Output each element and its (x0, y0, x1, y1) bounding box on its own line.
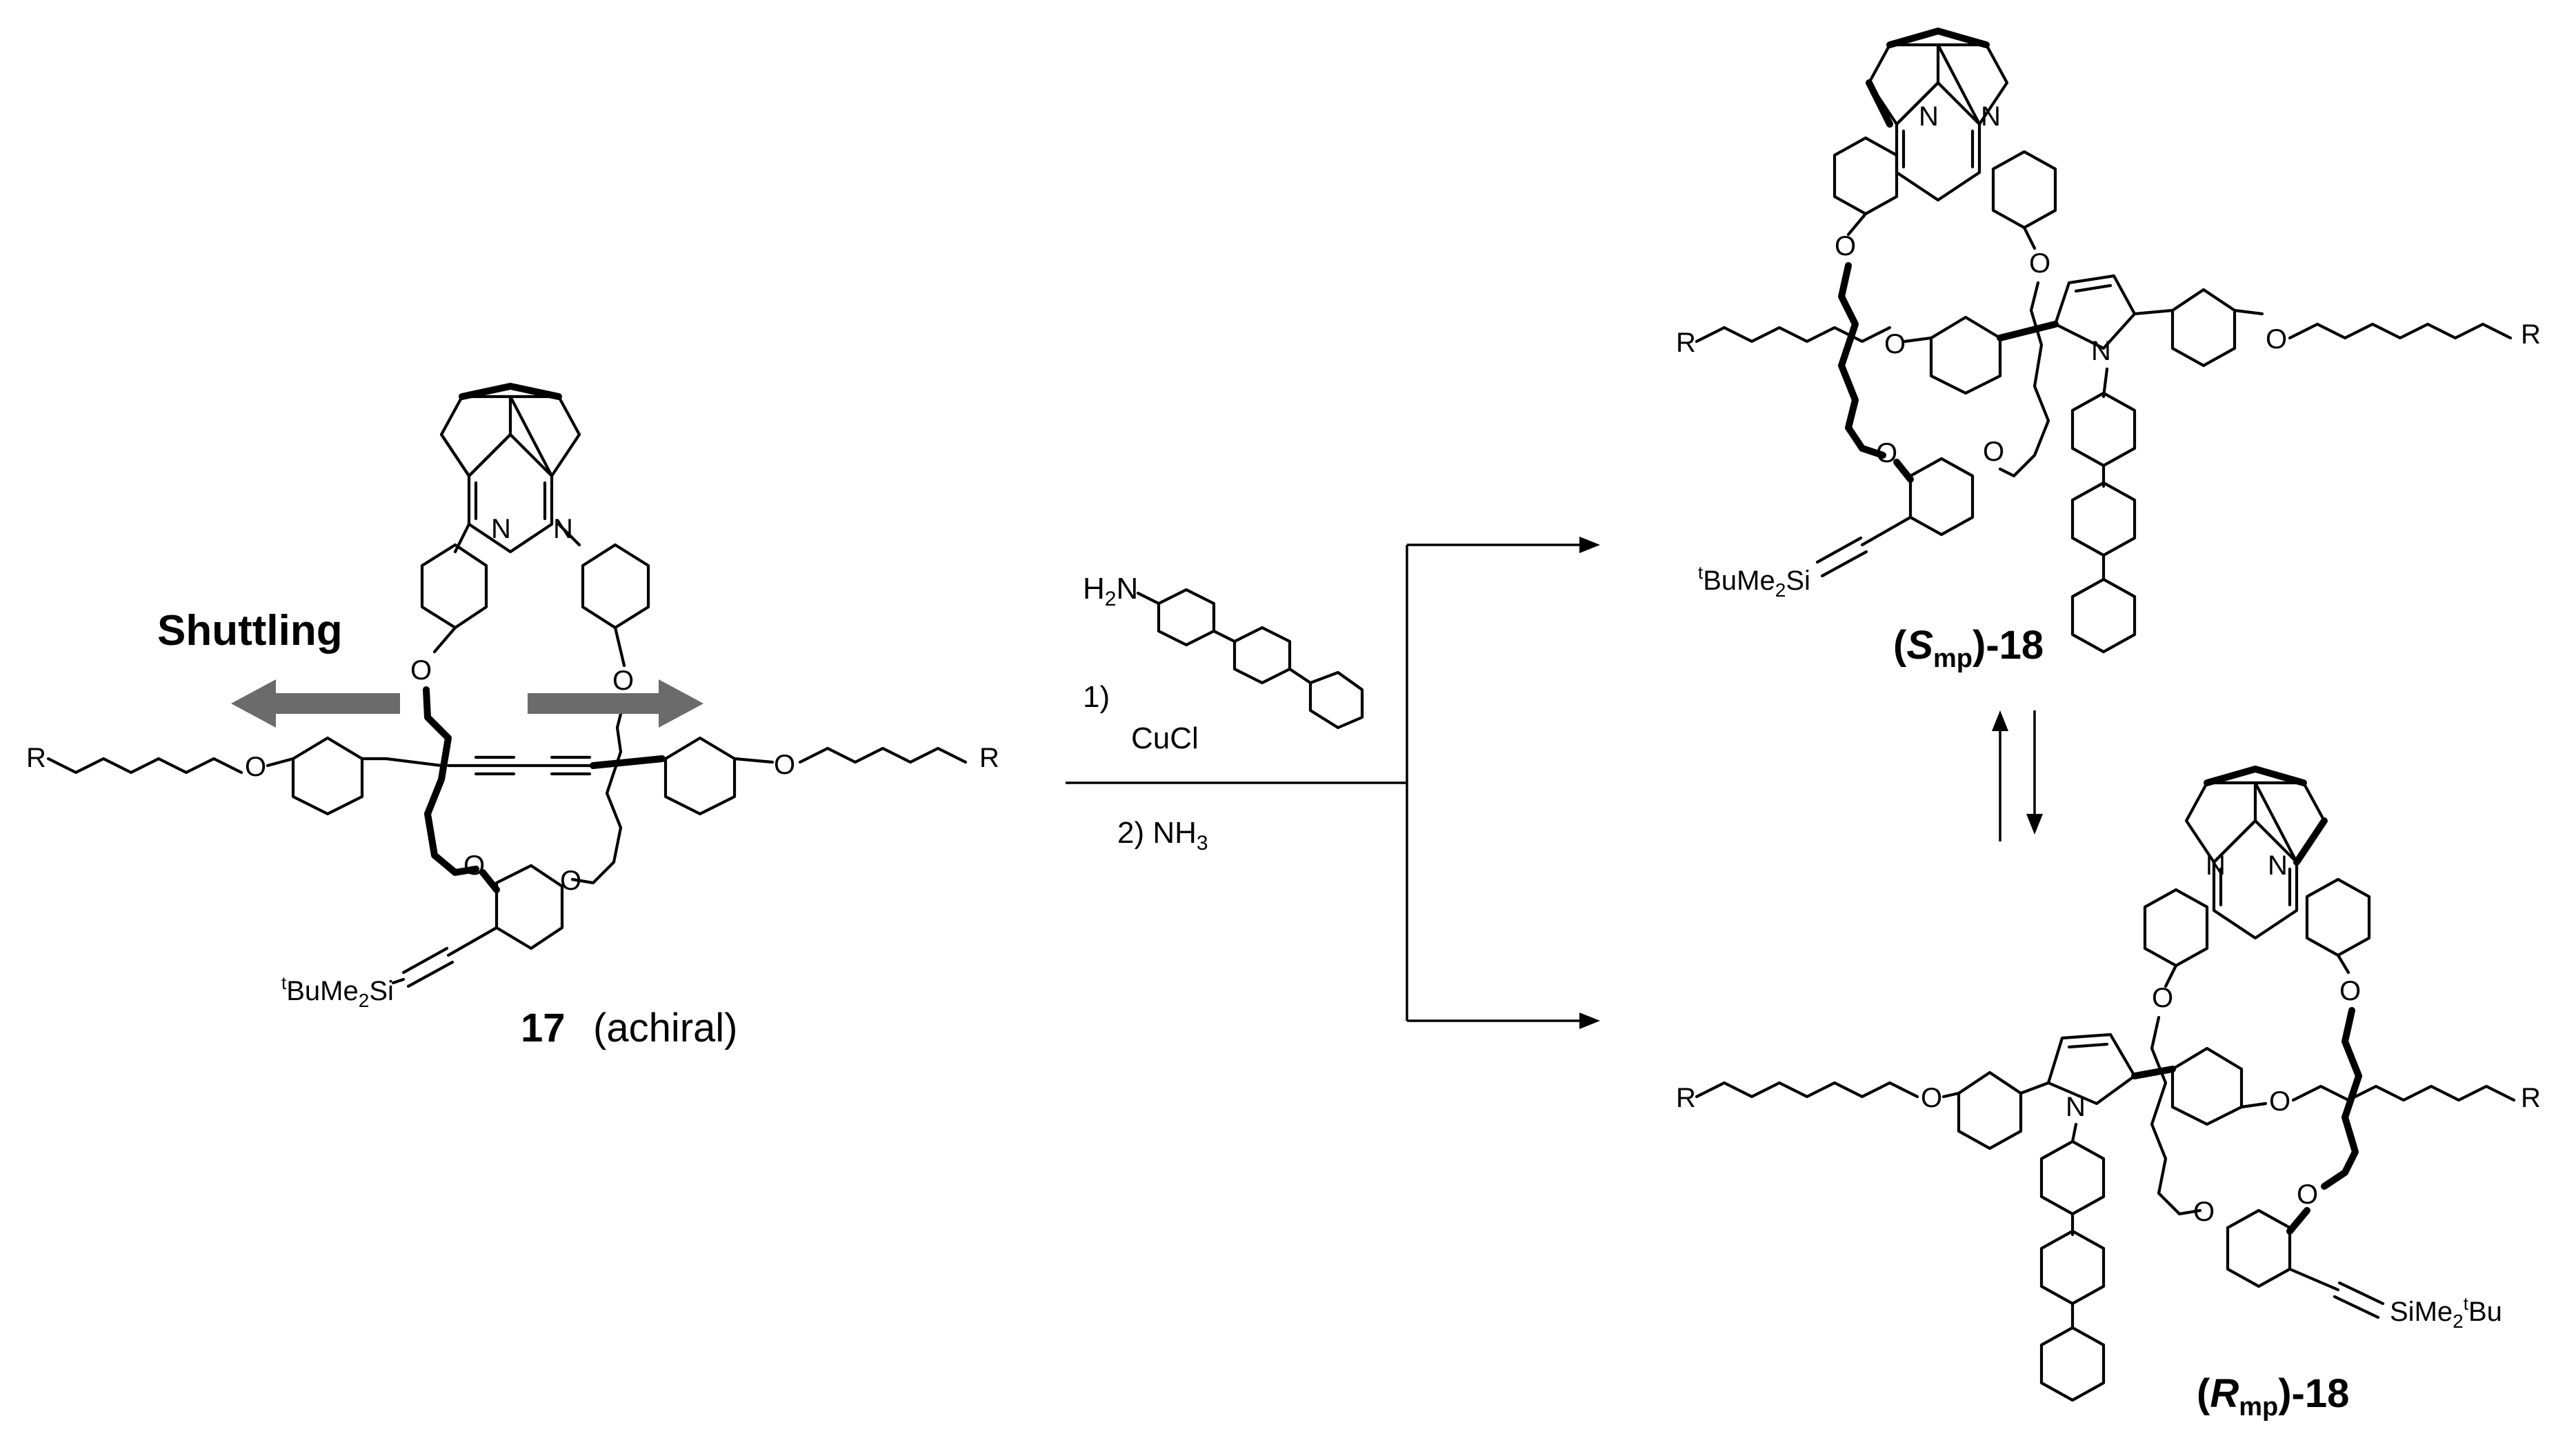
alkyl-chain-smp-left (1695, 326, 1892, 343)
pyrrole-smp (2053, 274, 2137, 350)
o-atom-smp-f: O (1983, 437, 2004, 467)
aryl-17-left-upper (420, 543, 488, 630)
reagent-aryl-2 (1232, 626, 1292, 685)
r-group-17-left: R (26, 743, 46, 773)
reagent-aryl-1 (1157, 588, 1216, 647)
aryl-smp-n2 (2070, 481, 2137, 557)
compound-17-number: 17 (521, 1006, 566, 1050)
macrocycle-chain-smp-left (1838, 262, 1886, 459)
pyrrole-rmp (2046, 1033, 2137, 1106)
reaction-conditions: H2N 1) CuCl 2) NH3 (1066, 537, 1600, 1029)
macrocycle-chain-17-right (570, 698, 626, 885)
o-atom-smp-b: O (2029, 248, 2050, 279)
phenanthroline-rmp (2184, 766, 2328, 940)
n-atom-17a: N (491, 514, 511, 544)
o-atom-rmp-b: O (2339, 976, 2361, 1006)
compound-smp-18-label: (Smp)-18 (1893, 623, 2044, 673)
o-atom-rmp-a: O (2152, 983, 2173, 1013)
aryl-rmp-axle-left (1957, 1070, 2023, 1150)
aryl-smp-n1 (2070, 391, 2137, 468)
shuttle-arrow-right (528, 679, 703, 728)
resorcinol-17 (495, 864, 564, 950)
aryl-smp-right-upper (1991, 150, 2057, 230)
aryl-rmp-n2 (2039, 1229, 2106, 1306)
aryl-smp-left-upper (1833, 136, 1899, 216)
aryl-smp-pyrrole-right (2170, 288, 2237, 368)
r-group-rmp-right: R (2521, 1083, 2541, 1113)
split-arrow-bottom-head (1579, 1013, 1600, 1029)
alkyl-chain-rmp-left (1695, 1081, 1919, 1099)
aryl-rmp-right-upper (2305, 877, 2371, 957)
tbs-smp: tBuMe2Si (1698, 562, 1810, 601)
shuttling-label: Shuttling (157, 607, 343, 655)
resorcinol-smp (1908, 457, 1975, 537)
o-atom-smp-d: O (2266, 324, 2287, 355)
cyclohexyl-smp (2070, 577, 2137, 654)
aryl-rmp-axle-right (2170, 1046, 2244, 1126)
o-atom-17c: O (245, 752, 266, 782)
n-atom-rmp-a: N (2206, 850, 2226, 881)
n-atom-smp-b: N (1981, 101, 2001, 132)
n-atom-smp-pyrrole: N (2091, 336, 2111, 366)
r-group-smp-left: R (1676, 328, 1696, 358)
macrocycle-chain-17-left (423, 686, 479, 876)
o-atom-17f: O (560, 866, 581, 896)
o-atom-rmp-c: O (1921, 1083, 1942, 1113)
aryl-rmp-n1 (2039, 1139, 2106, 1216)
equilibrium-arrows (1992, 710, 2043, 841)
compound-17-descriptor: (achiral) (593, 1006, 738, 1050)
compound-17: N N O O R O O R (26, 383, 999, 1050)
shuttle-arrow-left (231, 679, 400, 728)
split-arrow-top-head (1579, 537, 1600, 553)
tbs-17: tBuMe2Si (281, 973, 394, 1011)
reagent-amine-label: H2N (1083, 572, 1138, 610)
compound-rmp-18-label: (Rmp)-18 (2197, 1371, 2349, 1422)
o-atom-17b: O (612, 666, 634, 696)
alkyl-chain-17-right (798, 746, 968, 764)
step1-reagent: CuCl (1131, 721, 1199, 755)
n-atom-smp-a: N (1919, 101, 1939, 132)
aryl-smp-axle (1929, 315, 2002, 395)
o-atom-17a: O (410, 655, 432, 686)
o-atom-rmp-e: O (2193, 1197, 2215, 1227)
alkyl-chain-rmp-right (2291, 1084, 2516, 1102)
n-atom-rmp-b: N (2268, 850, 2288, 881)
macrocycle-chain-smp-right (1998, 281, 2050, 478)
alkyl-chain-smp-right (2288, 322, 2513, 340)
macrocycle-chain-rmp-right (2321, 1007, 2362, 1190)
compound-rmp-18: N N O O R O N O R O O (1676, 766, 2541, 1422)
alkyl-chain-17-left (46, 757, 243, 775)
step2-label: 2) NH3 (1117, 816, 1208, 855)
o-atom-rmp-d: O (2269, 1086, 2290, 1117)
o-atom-smp-a: O (1835, 231, 1856, 261)
o-atom-rmp-f: O (2297, 1179, 2318, 1210)
cyclohexyl-rmp (2039, 1326, 2106, 1402)
resorcinol-rmp (2226, 1208, 2292, 1288)
n-atom-rmp-pyrrole: N (2066, 1092, 2086, 1122)
compound-smp-18: N N O O R O N O R O O (1676, 28, 2541, 673)
aryl-17-axle-left (291, 736, 364, 816)
reagent-cyclohexyl (1308, 670, 1364, 730)
aryl-17-right-upper (581, 543, 650, 630)
r-group-17-right: R (979, 743, 999, 773)
aryl-rmp-left-upper (2143, 888, 2209, 968)
aryl-17-axle-right (663, 736, 737, 816)
o-atom-17d: O (774, 750, 795, 780)
o-atom-smp-c: O (1884, 329, 1906, 359)
tbs-rmp: SiMe2tBu (2390, 1293, 2502, 1332)
step1-number: 1) (1083, 680, 1110, 714)
r-group-rmp-left: R (1676, 1083, 1696, 1113)
r-group-smp-right: R (2521, 319, 2541, 350)
macrocycle-chain-rmp-left (2150, 1015, 2202, 1216)
